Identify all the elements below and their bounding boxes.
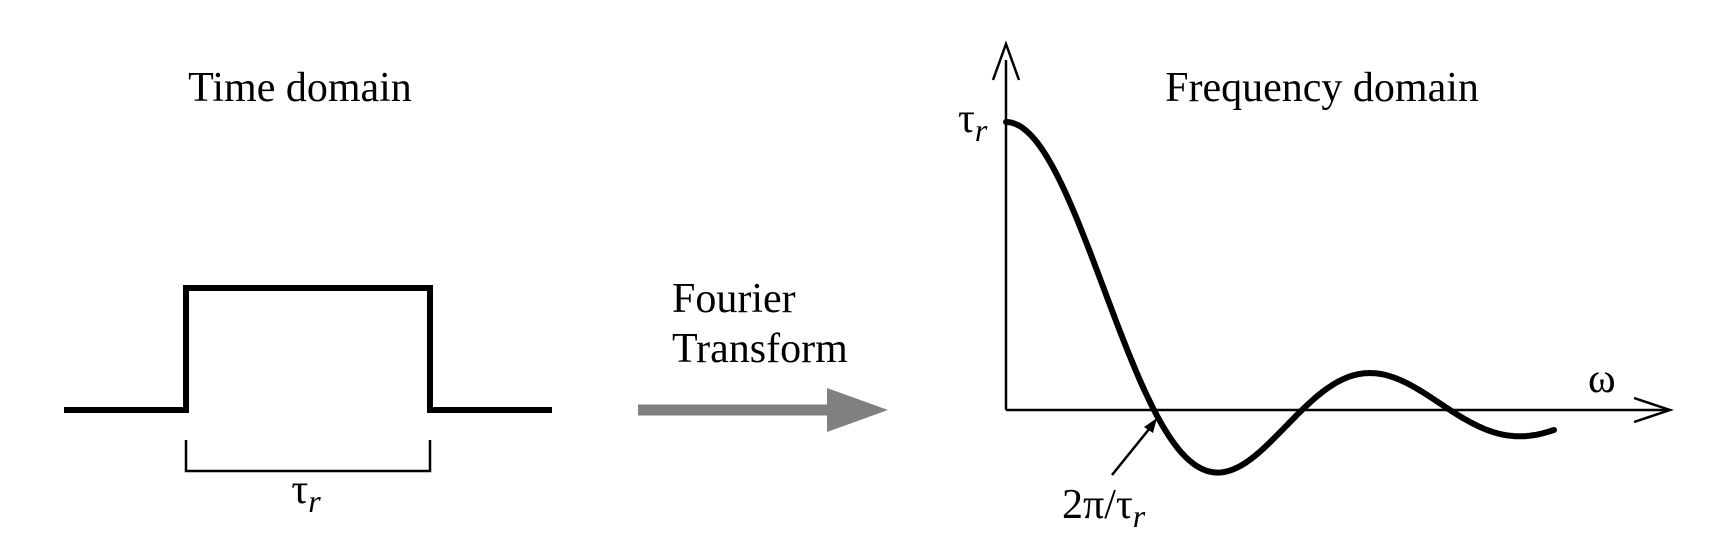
sinc-curve [1003, 119, 1557, 476]
amplitude-axis-arrowhead [991, 40, 1021, 81]
zero-crossing-pointer [1111, 427, 1151, 476]
pulse-width-label: τr [291, 467, 321, 519]
rectangular-pulse [64, 285, 552, 413]
frequency-axis-arrowhead [1633, 396, 1674, 424]
frequency-domain-panel: Frequency domain τr ω 2π/τr [958, 40, 1674, 534]
transform-label-line1: Fourier [672, 276, 796, 322]
peak-value-label: τr [958, 96, 988, 148]
peak-value-subscript: r [975, 112, 988, 148]
zero-crossing-label: 2π/τr [1062, 482, 1146, 534]
transform-label-line2: Transform [672, 326, 848, 372]
pulse-width-bracket [184, 440, 432, 473]
zero-crossing-subscript: r [1133, 498, 1146, 534]
frequency-axis-label: ω [1588, 356, 1616, 402]
time-domain-panel: Time domain τr [64, 65, 552, 519]
pulse-width-subscript: r [308, 483, 321, 519]
fourier-transform-arrow-group: Fourier Transform [638, 276, 888, 432]
peak-value-symbol: τ [958, 96, 975, 142]
transform-arrow-head [827, 388, 888, 432]
time-domain-title: Time domain [188, 65, 412, 111]
zero-crossing-prefix: 2π/τ [1062, 482, 1133, 528]
zero-crossing-pointer-head [1144, 418, 1157, 433]
pulse-width-symbol: τ [291, 467, 308, 513]
frequency-domain-title: Frequency domain [1165, 65, 1479, 111]
